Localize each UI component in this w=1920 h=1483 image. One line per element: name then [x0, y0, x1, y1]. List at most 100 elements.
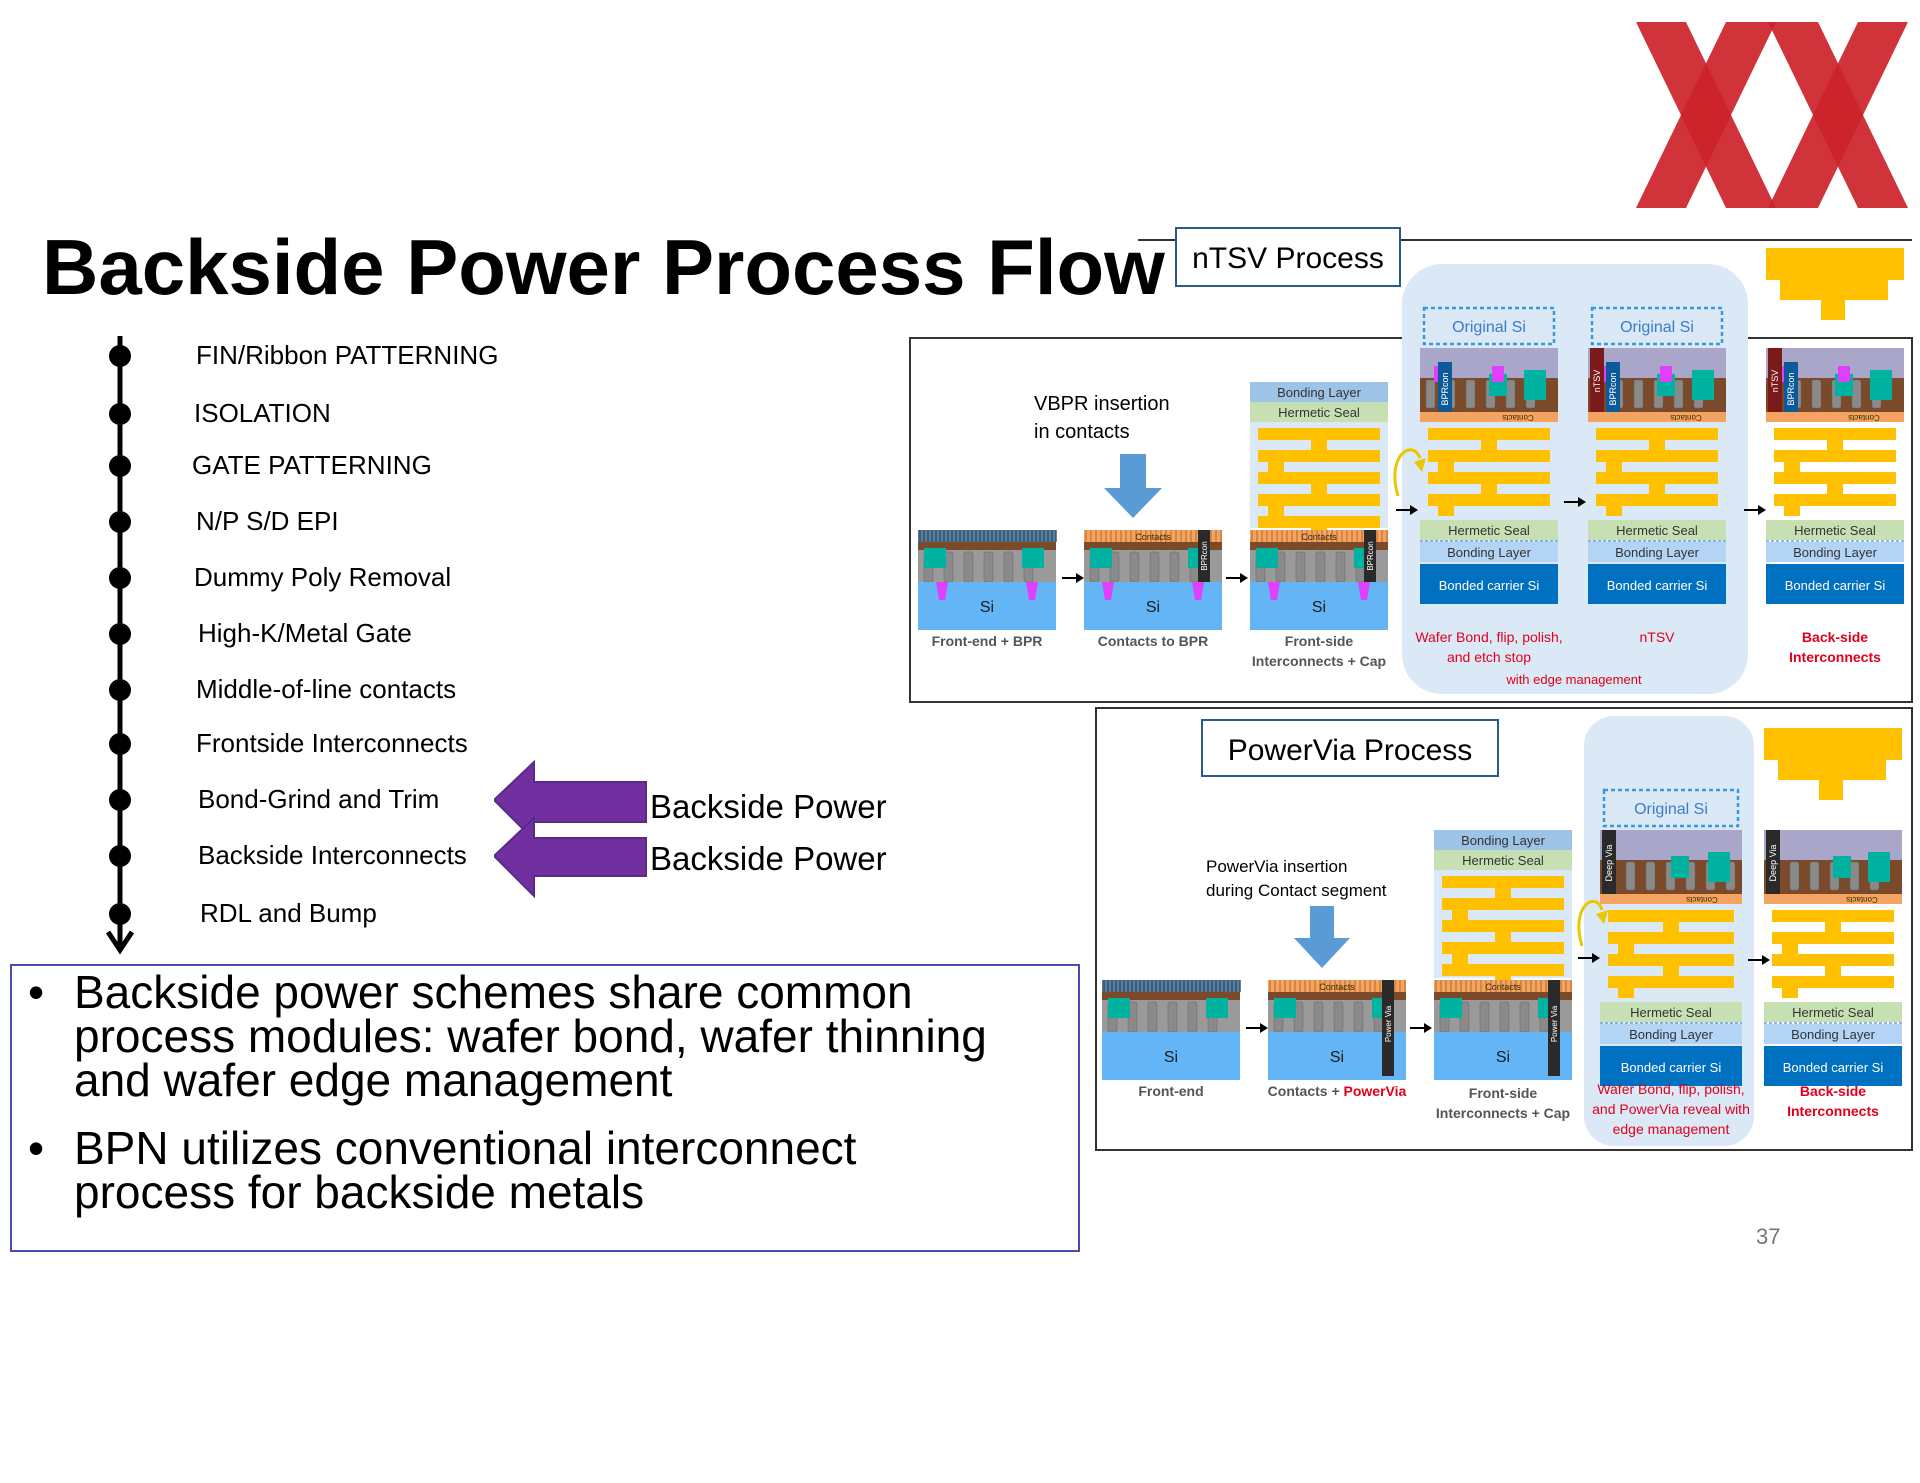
ntsv-insertion-text: VBPR insertion — [1034, 393, 1170, 415]
contacts-layer — [1434, 980, 1572, 992]
hermetic-seal-layer — [1250, 402, 1388, 422]
contacts-label: Contacts — [1319, 982, 1355, 992]
process-flow-timeline — [105, 336, 135, 955]
backside-metal — [1780, 280, 1888, 300]
via — [1481, 482, 1497, 494]
fin — [1313, 1001, 1324, 1033]
flip-arrow — [1577, 899, 1604, 947]
contact-block — [1708, 852, 1730, 882]
flow-step: RDL and Bump — [200, 898, 377, 928]
fin — [1295, 551, 1306, 583]
insertion-arrow — [1294, 906, 1350, 968]
hermetic-seal-label: Hermetic Seal — [1616, 523, 1698, 538]
hermetic-seal-label: Hermetic Seal — [1462, 853, 1544, 868]
metal-line — [1608, 910, 1734, 922]
page-number: 37 — [1756, 1224, 1781, 1249]
hermetic-seal-label: Hermetic Seal — [1792, 1005, 1874, 1020]
arrow-head — [1762, 955, 1770, 965]
contacts-layer — [1250, 530, 1388, 542]
timeline-dot — [109, 679, 131, 701]
step-caption: Contacts to BPR — [1098, 633, 1208, 649]
bonded-carrier-label: Bonded carrier Si — [1785, 578, 1886, 593]
contacts-label: Contacts — [1848, 413, 1880, 422]
metal-line — [1442, 876, 1564, 888]
si-label: Si — [1146, 599, 1160, 616]
flow-step: Frontside Interconnects — [196, 728, 468, 758]
contact-block — [1206, 998, 1228, 1018]
flow-step: Dummy Poly Removal — [194, 562, 452, 592]
timeline-dot — [109, 733, 131, 755]
via — [1495, 930, 1511, 942]
bonded-carrier-si — [1764, 1046, 1902, 1086]
step-caption: and PowerVia reveal with — [1592, 1101, 1750, 1117]
step-caption: Wafer Bond, flip, polish, — [1597, 1081, 1744, 1097]
metal-line — [1772, 954, 1894, 966]
contact-block — [1868, 852, 1890, 882]
contacts-layer — [1268, 980, 1406, 992]
metal-line — [1428, 428, 1550, 440]
fin — [963, 551, 974, 583]
via — [1827, 482, 1843, 494]
powervia-title: PowerVia Process — [1228, 734, 1473, 767]
bpr-rail — [1358, 582, 1370, 600]
contacts-label: Contacts — [1301, 532, 1337, 542]
contacts-label: Contacts — [1846, 895, 1878, 904]
fin — [1645, 861, 1656, 891]
contact-block — [1671, 856, 1689, 878]
contact-block — [1440, 998, 1462, 1018]
si-label: Si — [1312, 599, 1326, 616]
via — [1481, 438, 1497, 450]
fin — [1353, 1001, 1364, 1033]
flow-step: GATE PATTERNING — [192, 450, 432, 480]
step-caption: Back-side — [1802, 629, 1868, 645]
fin — [1809, 861, 1820, 891]
contacts-layer — [1588, 412, 1726, 422]
metal-line — [1442, 942, 1564, 954]
original-si-outline — [1590, 306, 1724, 346]
fin — [1811, 379, 1822, 409]
hermetic-seal-label: Hermetic Seal — [1630, 1005, 1712, 1020]
contacts-layer — [1420, 412, 1558, 422]
via — [1311, 482, 1327, 494]
metal-line — [1774, 472, 1896, 484]
edge-management-note: with edge management — [1505, 672, 1642, 687]
bonding-layer-label: Bonding Layer — [1615, 545, 1700, 560]
via — [1268, 460, 1284, 472]
summary-bullets-box: • Backside power schemes share common pr… — [10, 964, 1080, 1252]
power-via — [1548, 980, 1560, 1076]
fin — [1625, 861, 1636, 891]
bpr-rail — [1026, 582, 1038, 600]
step-caption: Front-end + BPR — [932, 633, 1043, 649]
timeline-dot — [109, 845, 131, 867]
hermetic-seal-layer — [1766, 520, 1904, 540]
step-caption: Interconnects + Cap — [1436, 1105, 1570, 1121]
fin — [1129, 551, 1140, 583]
fin — [1333, 1001, 1344, 1033]
via — [1663, 964, 1679, 976]
fin — [1479, 1001, 1490, 1033]
flip-arrow-head — [1596, 910, 1608, 924]
caption-prefix: Contacts + — [1268, 1083, 1344, 1099]
bonded-carrier-label: Bonded carrier Si — [1439, 578, 1540, 593]
bonded-carrier-si — [1588, 564, 1726, 604]
timeline-dot — [109, 455, 131, 477]
fin — [1789, 861, 1800, 891]
fin — [1149, 551, 1160, 583]
contacts-layer — [1600, 894, 1742, 904]
backside-metal — [1766, 248, 1904, 280]
bonding-layer — [1420, 542, 1558, 562]
fin — [1499, 1001, 1510, 1033]
page-title: Backside Power Process Flow — [42, 223, 1165, 311]
flow-step: Middle-of-line contacts — [196, 674, 457, 704]
logo-stripe-4 — [1768, 22, 1908, 208]
contacts-layer — [1766, 412, 1904, 422]
step-caption: Interconnects + Cap — [1252, 653, 1386, 669]
fin — [1505, 379, 1516, 409]
bullet-2-line-2: process for backside metals — [74, 1166, 645, 1218]
metal-line — [1772, 910, 1894, 922]
contact-block — [1108, 998, 1130, 1018]
bpr-contact-label: BPRcon — [1366, 541, 1375, 570]
powervia-insertion-text: PowerVia insertion — [1206, 857, 1347, 876]
caption-powervia: PowerVia — [1344, 1083, 1407, 1099]
step-caption: Back-side — [1800, 1083, 1866, 1099]
